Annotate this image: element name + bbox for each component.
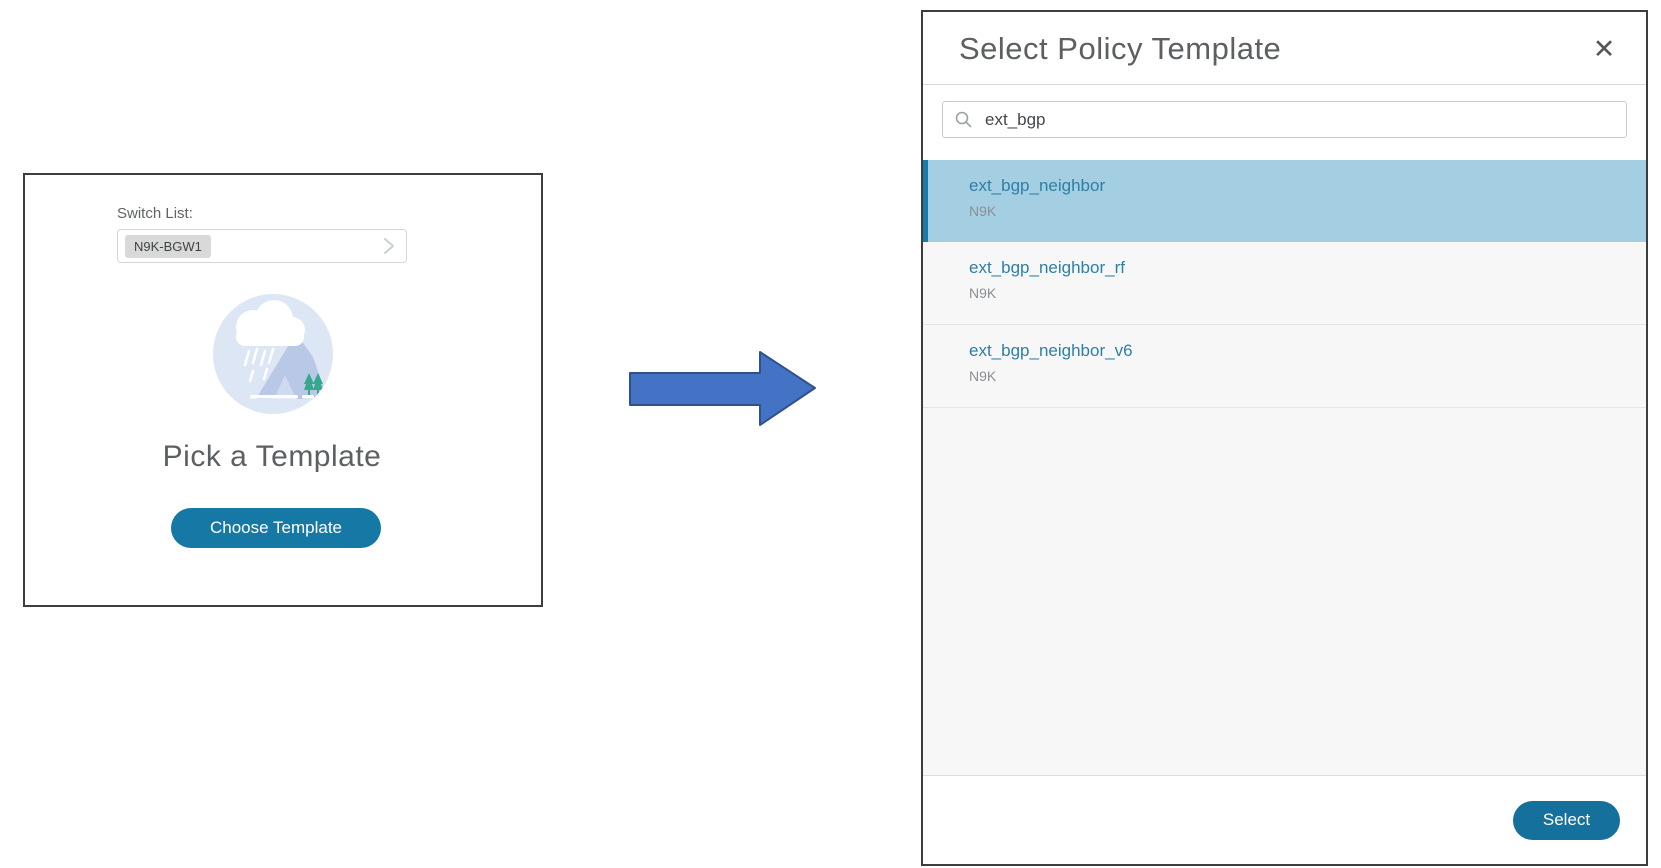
switch-list-label: Switch List:	[117, 205, 193, 222]
switch-list-field[interactable]: N9K-BGW1	[117, 229, 407, 263]
template-name: ext_bgp_neighbor_rf	[969, 258, 1125, 277]
template-platform: N9K	[969, 285, 997, 301]
close-icon[interactable]: ✕	[1582, 27, 1626, 71]
dialog-footer: Select	[923, 775, 1646, 864]
select-button[interactable]: Select	[1513, 800, 1620, 840]
template-row-ext-bgp-neighbor-v6[interactable]: ext_bgp_neighbor_v6 N9K	[923, 325, 1646, 408]
template-name: ext_bgp_neighbor_v6	[969, 341, 1133, 360]
template-list: ext_bgp_neighbor N9K ext_bgp_neighbor_rf…	[923, 160, 1646, 775]
template-platform: N9K	[969, 203, 997, 219]
search-input[interactable]	[985, 102, 1626, 137]
template-name: ext_bgp_neighbor	[969, 176, 1106, 195]
select-policy-template-dialog: Select Policy Template ✕ ext_bgp_neighbo…	[921, 10, 1648, 866]
rain-lines	[243, 347, 275, 383]
pick-template-panel: Switch List: N9K-BGW1	[23, 173, 543, 607]
switch-chip[interactable]: N9K-BGW1	[125, 234, 211, 258]
template-row-ext-bgp-neighbor[interactable]: ext_bgp_neighbor N9K	[923, 160, 1646, 242]
pick-template-heading: Pick a Template	[162, 440, 382, 473]
empty-state-illustration	[208, 289, 338, 419]
search-icon	[955, 111, 972, 128]
dialog-title: Select Policy Template	[959, 31, 1282, 66]
template-platform: N9K	[969, 368, 997, 384]
ground-dashes	[250, 395, 314, 399]
chevron-right-icon	[382, 237, 396, 255]
cloud-shape	[236, 300, 305, 346]
right-arrow-graphic	[595, 330, 835, 440]
template-search-box[interactable]	[942, 101, 1627, 138]
tree-icons	[304, 373, 323, 395]
template-row-ext-bgp-neighbor-rf[interactable]: ext_bgp_neighbor_rf N9K	[923, 242, 1646, 325]
choose-template-button[interactable]: Choose Template	[171, 508, 381, 548]
dialog-header: Select Policy Template ✕	[923, 12, 1646, 85]
